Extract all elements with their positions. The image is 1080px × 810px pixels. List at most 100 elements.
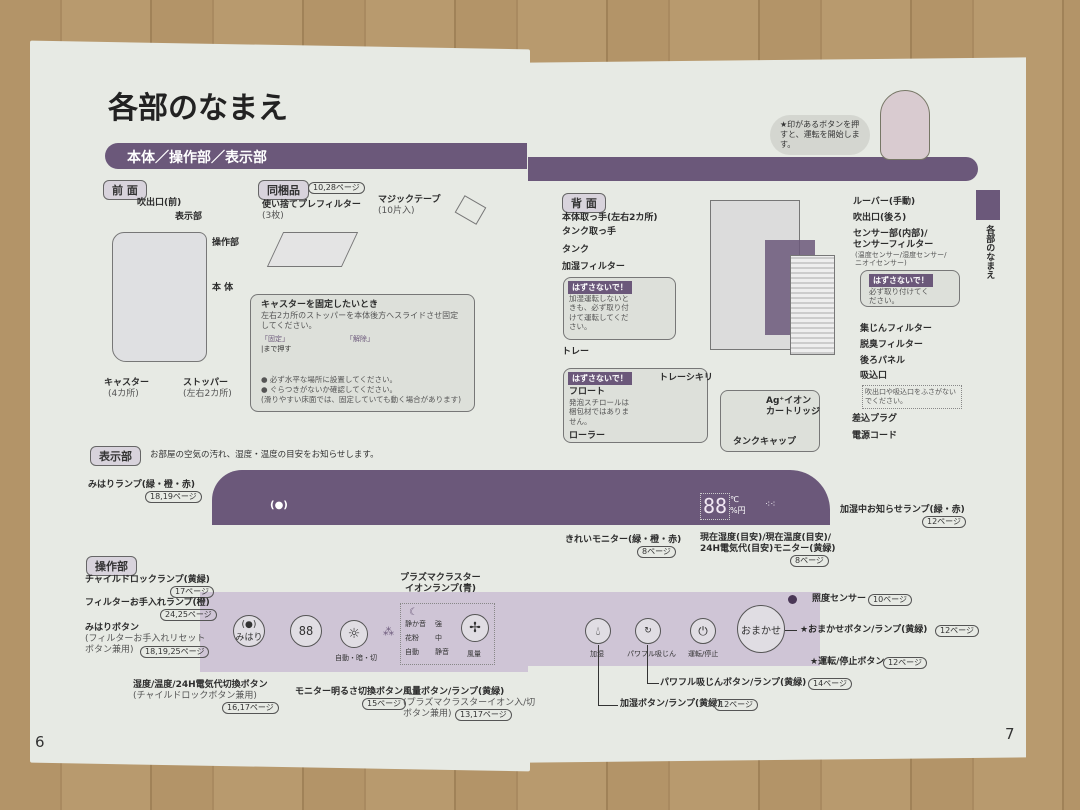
page-number-right: 7 [1005, 725, 1015, 743]
watch-button-icon: (●) [241, 619, 257, 630]
bundle-header: 同梱品 [258, 180, 309, 200]
humid-button-label: 加湿ボタン/ランプ(黄緑) [620, 699, 722, 709]
label-caster: キャスター [104, 378, 150, 388]
power-ref: 12ページ [883, 657, 928, 669]
switch-button-label: 湿度/温度/24H電気代切換ボタン [133, 680, 268, 690]
humid-lamp-label: 加湿中お知らせランプ(緑・赤) [840, 505, 965, 515]
fan-button-ref: 13,17ページ [455, 709, 512, 721]
fan-mode: 自動 [405, 648, 419, 656]
brightness-button[interactable]: ☼ [340, 620, 368, 648]
caster-note: ● 必ず水平な場所に設置してください。 [261, 375, 397, 384]
light-sensor-label: 照度センサー [812, 594, 867, 604]
moon-icon: ☾ [409, 607, 418, 618]
leader-line [598, 645, 599, 705]
roller-label: ローラー [569, 431, 606, 441]
unit-percent-yen: %円 [730, 506, 746, 515]
label-tank: タンク [562, 245, 590, 255]
fan-mode: 花粉 [405, 634, 419, 642]
label-rear-outlet: 吹出口(後ろ) [853, 213, 907, 223]
tray-divider-label: トレーシキリ [659, 373, 713, 383]
fan-speed-button[interactable]: ✢ [461, 614, 489, 642]
rear-panel-illustration [790, 255, 835, 355]
guide-character-illustration [880, 90, 930, 160]
label-intake: 吸込口 [860, 371, 888, 381]
fan-mode: 中 [435, 634, 442, 642]
clean-monitor-ref: 8ページ [637, 546, 676, 558]
label-sensor: センサー部(内部)/ [853, 229, 928, 239]
brightness-button-label: モニター明るさ切換ボタン [295, 687, 404, 697]
label-deodor-filter: 脱臭フィルター [860, 340, 923, 350]
speech-bubble: ★印があるボタンを押すと、運転を開始します。 [770, 115, 870, 155]
fan-button-sub: ボタン兼用) [403, 709, 452, 719]
panel-brightness-text: 自動・暗・切 [335, 654, 377, 662]
humid-lamp-ref: 12ページ [922, 516, 967, 528]
cartridge-box: Ag⁺イオン カートリッジ タンクキャップ [720, 390, 820, 452]
power-label: ★運転/停止ボタン [810, 657, 885, 667]
sun-icon: ☼ [347, 626, 361, 642]
plasma-lamp-label: プラズマクラスター [400, 573, 481, 583]
caster-note: ● ぐらつきがないか確認してください。 [261, 385, 397, 394]
label-plug: 差込プラグ [852, 414, 898, 424]
tape-label: マジックテープ [378, 195, 441, 205]
prefilter-sub: (3枚) [262, 211, 284, 221]
panel-power-text: 運転/停止 [688, 650, 719, 658]
fan-button-label: 風量ボタン/ランプ(黄緑) [403, 687, 505, 697]
fan-button-sub: (プラズマクラスターイオン入/切 [403, 698, 536, 708]
warning-label: はずさないで！ [568, 372, 632, 385]
ops-header: 操作部 [86, 556, 137, 576]
fix-label: 「固定」 [261, 335, 289, 343]
caster-box: キャスターを固定したいとき 左右2カ所のストッパーを本体後方へスライドさせ固定し… [250, 294, 475, 412]
omakase-ref: 12ページ [935, 625, 980, 637]
warning-text: 加湿運転しないときも、必ず取り付けて運転してください。 [569, 294, 629, 332]
display-header: 表示部 [90, 446, 141, 466]
water-drop-icon: 💧︎ [595, 623, 601, 638]
brightness-button-ref: 15ページ [362, 698, 407, 710]
powerful-button[interactable]: ↻ [635, 618, 661, 644]
humidify-button[interactable]: 💧︎ [585, 618, 611, 644]
label-louver: ルーバー(手動) [853, 197, 916, 207]
label-sensor-sub: ニオイセンサー) [855, 259, 907, 267]
clean-monitor-label: きれいモニター(緑・橙・赤) [565, 535, 682, 545]
monitor-ref: 8ページ [790, 555, 829, 567]
float-label: フロート [569, 387, 606, 397]
display-description: お部屋の空気の汚れ、湿度・温度の目安をお知らせします。 [150, 450, 379, 460]
label-cord: 電源コード [852, 431, 898, 441]
front-header: 前 面 [103, 180, 147, 200]
cartridge-label: カートリッジ [766, 407, 821, 417]
fan-mode: 強 [435, 620, 442, 628]
watch-button-label: みはりボタン [85, 623, 140, 633]
display-digits: 88 [700, 493, 731, 520]
push-label: |まで押す [261, 345, 292, 353]
label-tray: トレー [562, 347, 590, 357]
leader-line [647, 683, 659, 684]
leader-line [785, 630, 797, 631]
power-button[interactable]: ⏻ [690, 618, 716, 644]
page-title: 各部のなまえ [108, 91, 288, 126]
humidify-drops-icon: ⁖⁖ [765, 500, 776, 510]
power-icon: ⏻ [698, 623, 708, 638]
sensor-warning-box: はずさないで！ 必ず取り付けてください。 [860, 270, 960, 307]
label-dust-filter: 集じんフィルター [860, 324, 932, 334]
filter-lamp-label: フィルターお手入れランプ(橙) [85, 598, 210, 608]
plasma-lamp-label-2: イオンランプ(青) [405, 584, 476, 594]
label-humid-filter: 加湿フィルター [562, 262, 625, 272]
powerful-label: パワフル吸じんボタン/ランプ(黄緑) [660, 678, 807, 688]
float-warning-box: はずさないで！ フロート 発泡スチロールは梱包材ではありません。 ローラー トレ… [563, 368, 713, 443]
humid-button-ref: 12ページ [714, 699, 759, 711]
switch-button-sub: (チャイルドロックボタン兼用) [133, 691, 257, 701]
warning-label: はずさないで！ [869, 274, 933, 287]
back-header: 背 面 [562, 193, 606, 213]
label-handle: 本体取っ手(左右2カ所) [562, 213, 658, 223]
unit-celsius: ℃ [730, 495, 739, 504]
powerful-icon: ↻ [644, 626, 652, 636]
omakase-button[interactable]: おまかせ [737, 605, 785, 653]
label-rear-panel: 後ろパネル [860, 356, 906, 366]
float-text: 発泡スチロールは梱包材ではありません。 [569, 398, 629, 426]
watch-button-sub: ボタン兼用) [85, 645, 134, 655]
powerful-ref: 14ページ [808, 678, 853, 690]
monitor-switch-button[interactable]: 88 [290, 615, 322, 647]
watch-button-sub: (フィルターお手入れリセット [85, 634, 206, 644]
watch-button[interactable]: (●)みはり [233, 615, 265, 647]
filter-lamp-ref: 24,25ページ [160, 609, 217, 621]
section-band-right [528, 157, 978, 181]
